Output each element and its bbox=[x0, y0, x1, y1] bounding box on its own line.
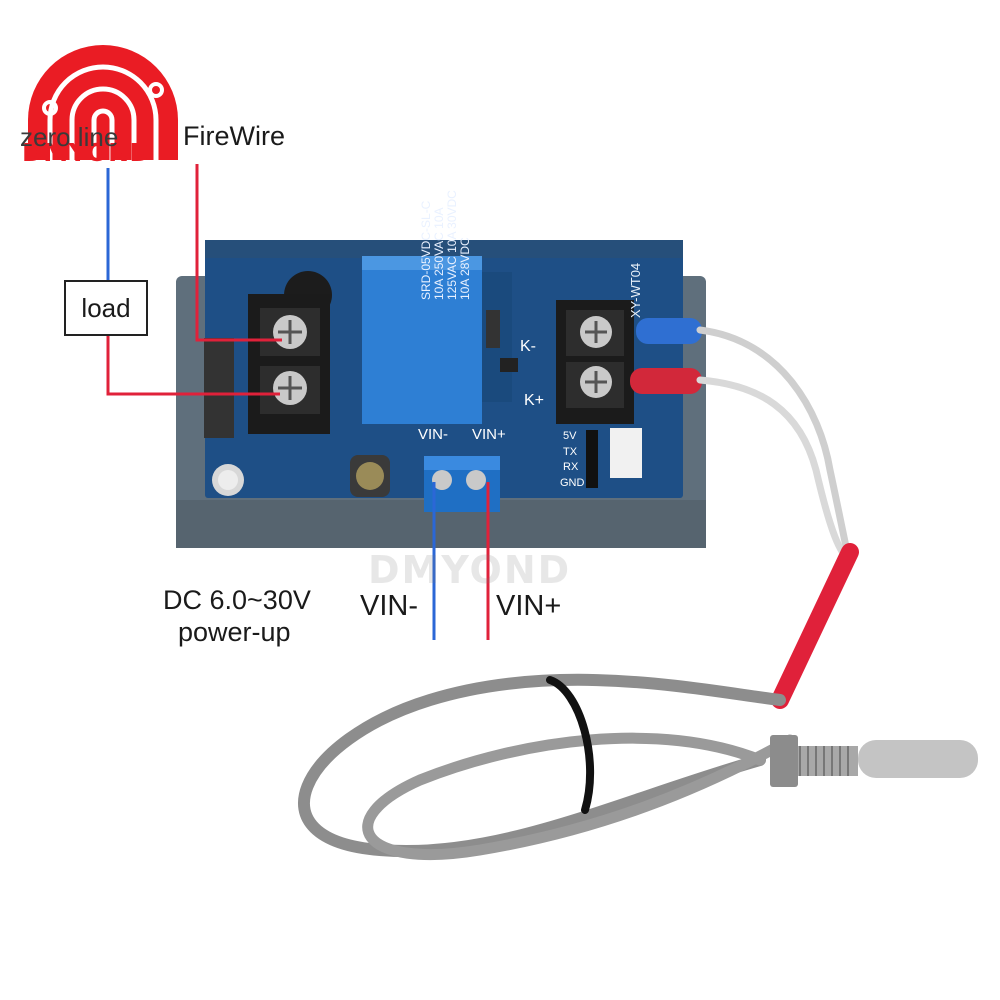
relay-rating-text: 10A 250VAC 10A 125VAC 10A 30VDC 10A 28VD… bbox=[432, 190, 472, 300]
pcb-rx-label: RX bbox=[563, 461, 579, 473]
pin-header bbox=[586, 430, 598, 488]
load-label: load bbox=[81, 292, 131, 323]
pcb-vin-plus-label: VIN+ bbox=[472, 426, 506, 443]
brand-logo-text: DMYOND bbox=[22, 138, 151, 167]
pcb-vin-minus-label: VIN- bbox=[418, 426, 448, 443]
load-box: load bbox=[64, 280, 148, 336]
firewire-label: FireWire bbox=[183, 121, 285, 151]
crimp-lugs bbox=[630, 318, 702, 394]
temperature-probe bbox=[770, 735, 978, 787]
thermocouple-terminal-block bbox=[556, 300, 634, 424]
pcb-tx-label: TX bbox=[563, 446, 578, 458]
relay-component bbox=[362, 256, 512, 424]
power-up-label: power-up bbox=[178, 617, 291, 647]
thermocouple-cable bbox=[298, 326, 859, 860]
dc-voltage-label: DC 6.0~30V bbox=[163, 585, 311, 615]
pcb-k-plus-label: K+ bbox=[524, 392, 545, 409]
pcb-model-label: XY-WT04 bbox=[628, 262, 643, 318]
diode-icon bbox=[486, 310, 500, 348]
pcb-k-minus-label: K- bbox=[520, 338, 536, 355]
pcb-5v-label: 5V bbox=[563, 430, 577, 442]
relay-text: SRD-05VDC-SL-C 10A 250VAC 10A 125VAC 10A… bbox=[419, 190, 472, 300]
watermark-text: DMYOND bbox=[368, 548, 572, 592]
vin-plus-label: VIN+ bbox=[496, 590, 562, 622]
brand-logo-icon bbox=[28, 45, 178, 160]
pcb-gnd-label: GND bbox=[560, 477, 585, 489]
jst-connector bbox=[610, 428, 642, 478]
vin-minus-label: VIN- bbox=[360, 590, 418, 622]
wiring-diagram bbox=[106, 164, 490, 640]
zero-line-label: zero line bbox=[20, 122, 119, 152]
relay-terminal-block bbox=[248, 294, 330, 434]
